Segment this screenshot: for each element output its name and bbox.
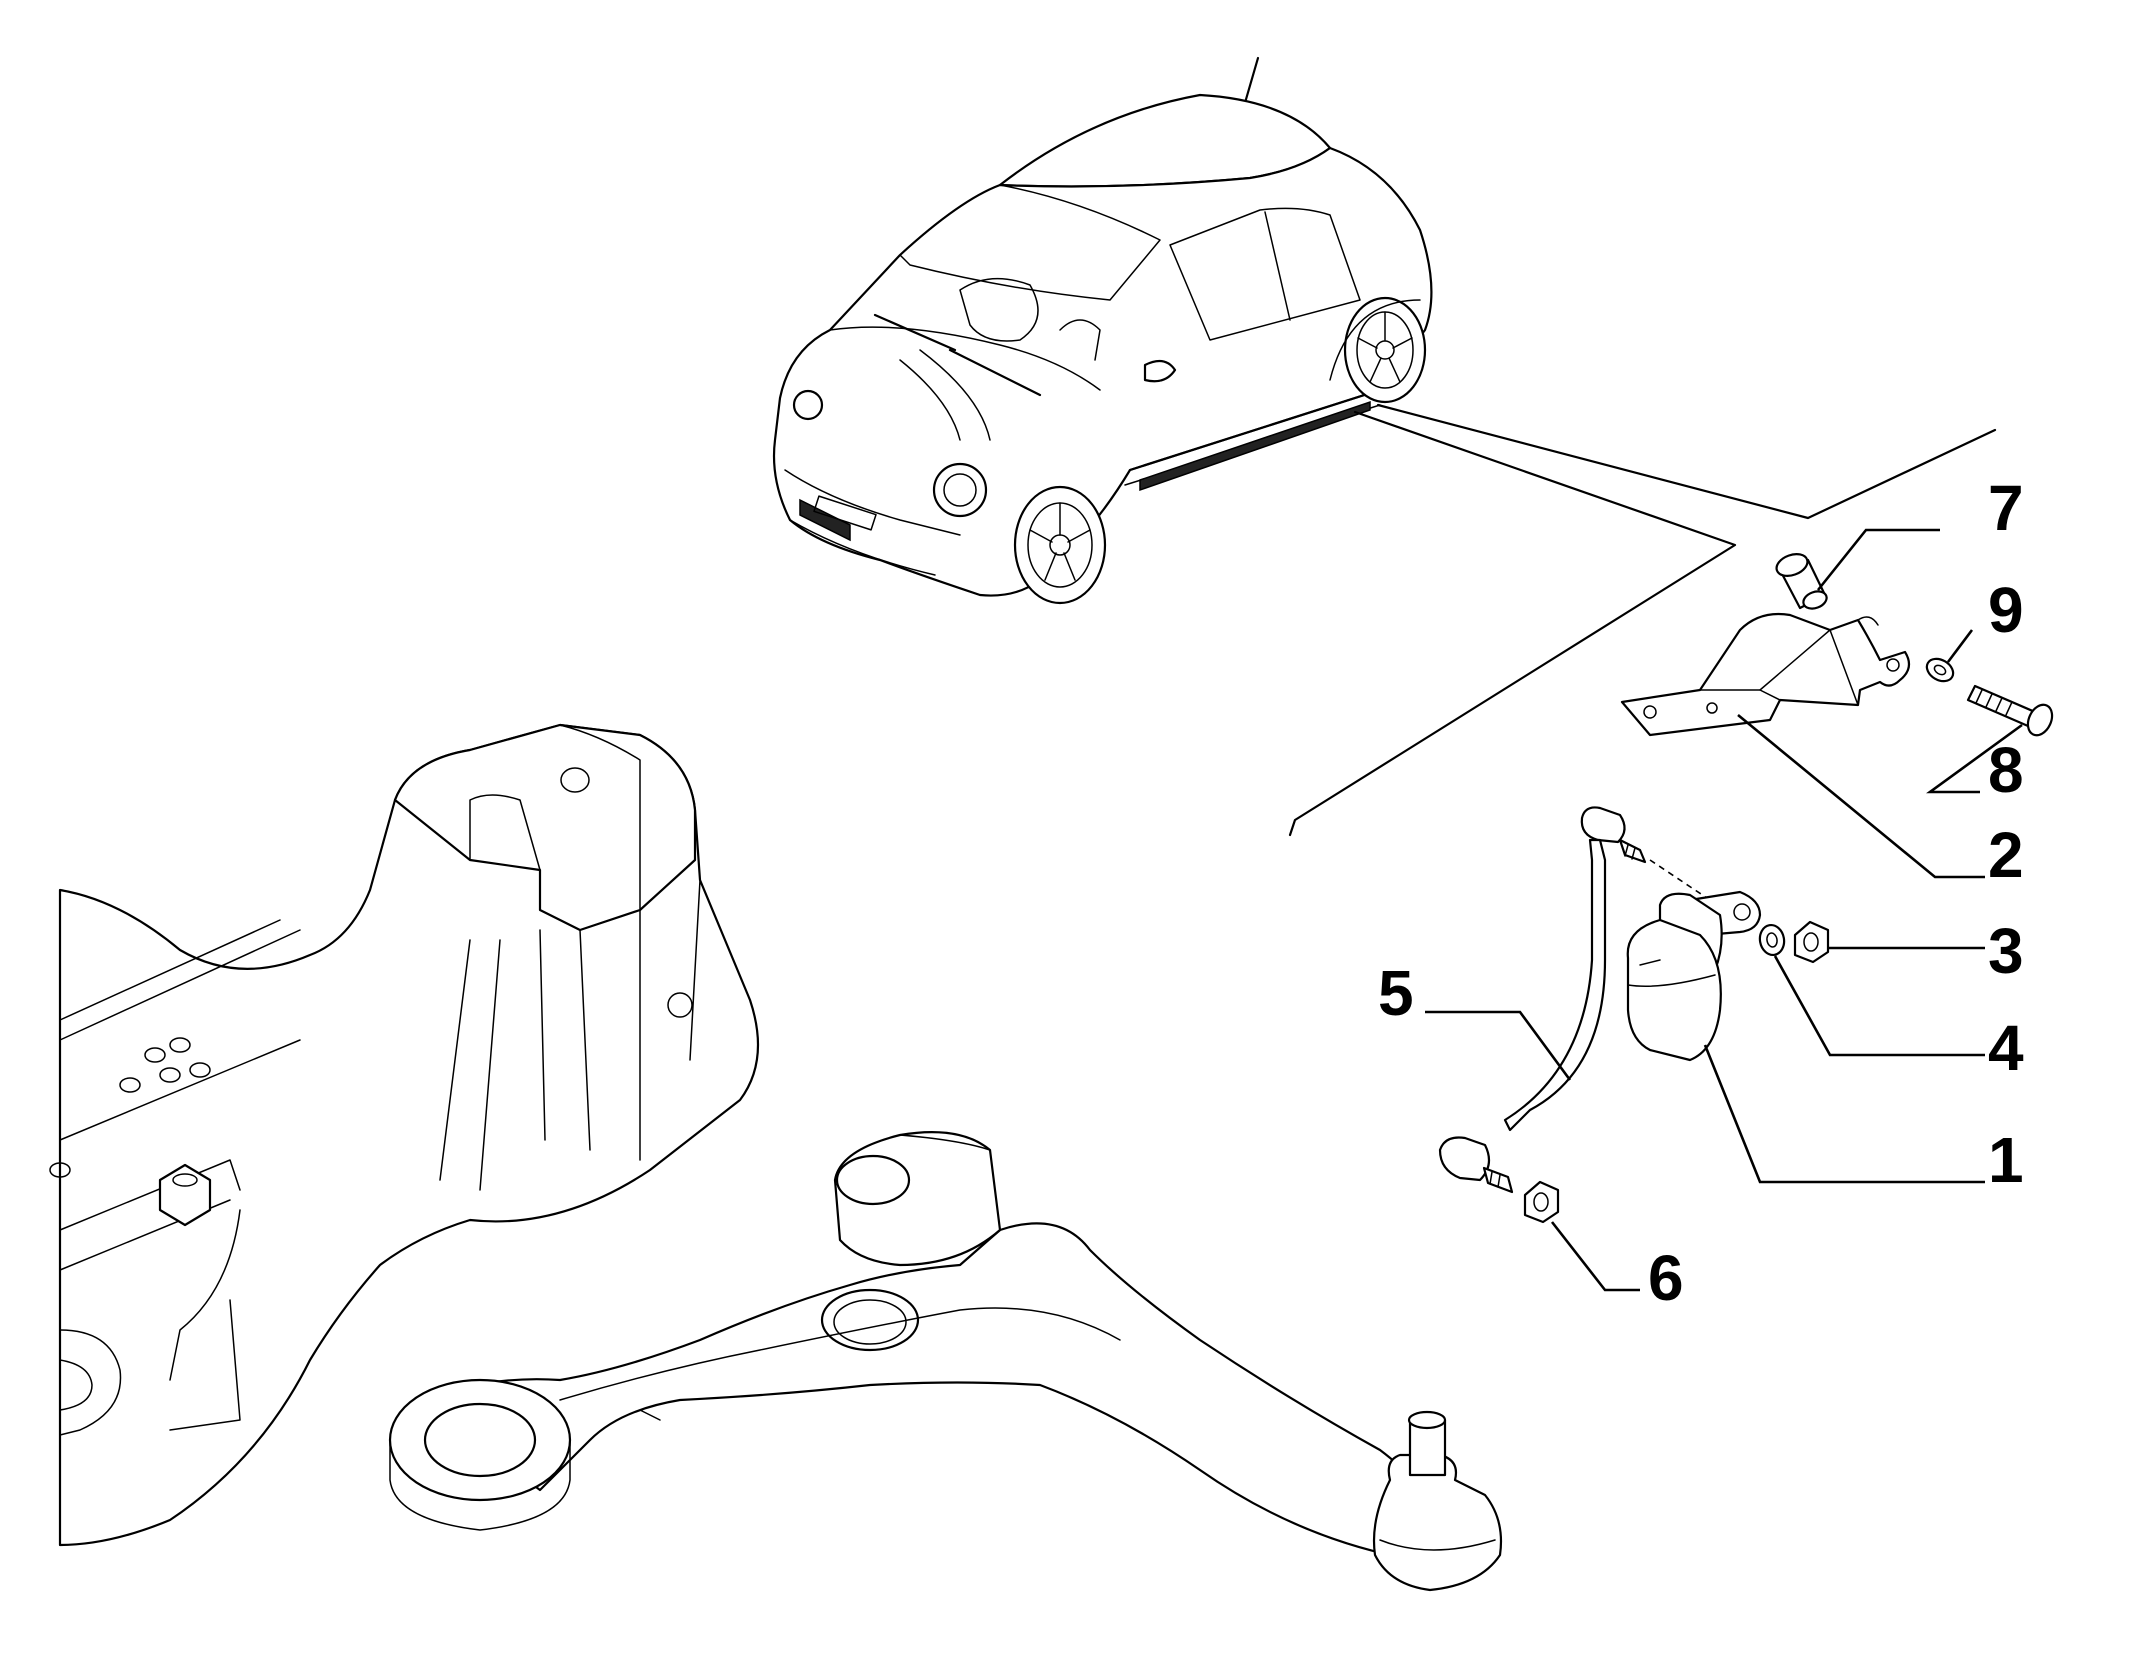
leader-1 (1703, 1044, 1985, 1184)
leader-4 (1773, 955, 1985, 1057)
callout-2: 2 (1988, 819, 2024, 891)
part-2-bracket (1620, 612, 1911, 737)
leader-9 (1946, 629, 1974, 663)
part-1-level-sensor (1626, 890, 1762, 1062)
part-8-bolt (1966, 684, 2054, 737)
callout-4: 4 (1988, 1012, 2024, 1084)
part-3-nut (1793, 920, 1830, 964)
leader-6 (1550, 1221, 1640, 1292)
callout-6: 6 (1648, 1242, 1684, 1314)
part-9-washer (1925, 657, 1955, 683)
callout-8: 8 (1988, 734, 2024, 806)
part-6-nut (1523, 1180, 1560, 1224)
leader-7 (1816, 528, 1940, 591)
part-5-link-rod (1438, 806, 1711, 1194)
car-illustration (772, 56, 1433, 605)
callout-5: 5 (1378, 957, 1414, 1029)
lower-control-arm (388, 1131, 1503, 1592)
callout-7: 7 (1988, 472, 2024, 544)
part-4-washer (1758, 923, 1786, 957)
callout-9: 9 (1988, 574, 2024, 646)
leader-lines (1425, 528, 2023, 1292)
callout-labels: 7 9 8 2 3 5 4 1 6 (1378, 472, 2024, 1314)
front-subframe (49, 723, 760, 1547)
zoom-lines (1288, 403, 1997, 837)
leader-8 (1926, 723, 2023, 794)
callout-3: 3 (1988, 915, 2024, 987)
leader-5 (1425, 1010, 1572, 1081)
callout-1: 1 (1988, 1124, 2024, 1196)
leader-2 (1737, 713, 1985, 879)
part-7-bushing (1775, 553, 1828, 610)
